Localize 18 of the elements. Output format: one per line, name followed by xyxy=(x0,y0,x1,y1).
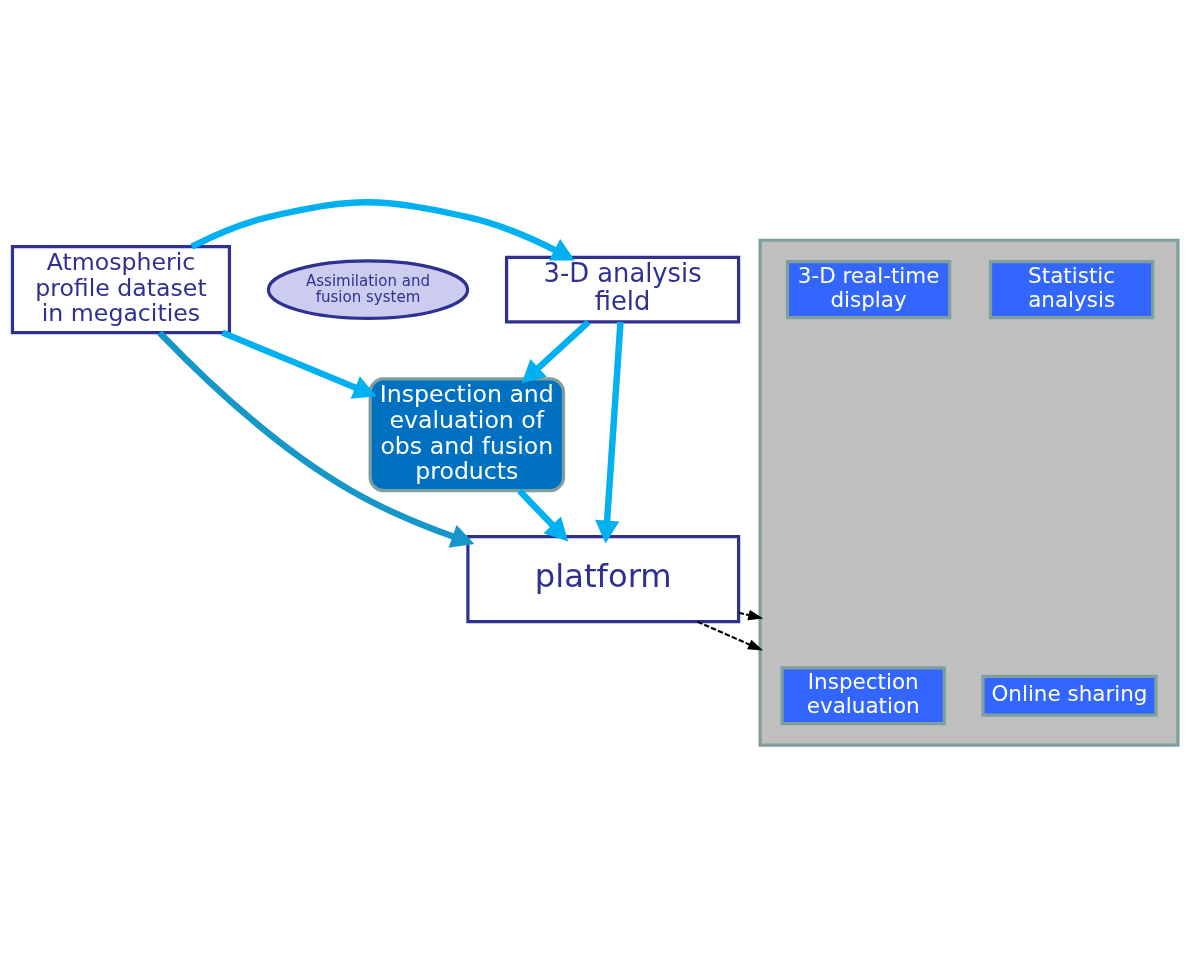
node-box: Atmospheric profile dataset in megacities xyxy=(10,245,232,335)
cluster xyxy=(758,238,1180,747)
node-ellipse: Assimilation and fusion system xyxy=(266,259,470,320)
node-box: 3-D analysis field xyxy=(504,255,741,324)
node-box: Online sharing xyxy=(981,674,1158,717)
node-box: Inspection evaluation xyxy=(780,666,946,726)
arrow xyxy=(521,319,591,384)
arrow xyxy=(221,329,377,399)
node-box: Statistic analysis xyxy=(988,260,1155,320)
node-box: 3-D real-time display xyxy=(785,260,952,320)
arrow xyxy=(190,199,575,261)
node-box: Inspection and evaluation of obs and fusion products xyxy=(368,377,566,493)
arrow xyxy=(157,330,475,548)
arrow xyxy=(517,488,569,542)
arrow xyxy=(738,609,764,621)
arrow xyxy=(697,620,764,651)
arrow xyxy=(595,321,624,544)
node-box: platform xyxy=(466,535,741,624)
